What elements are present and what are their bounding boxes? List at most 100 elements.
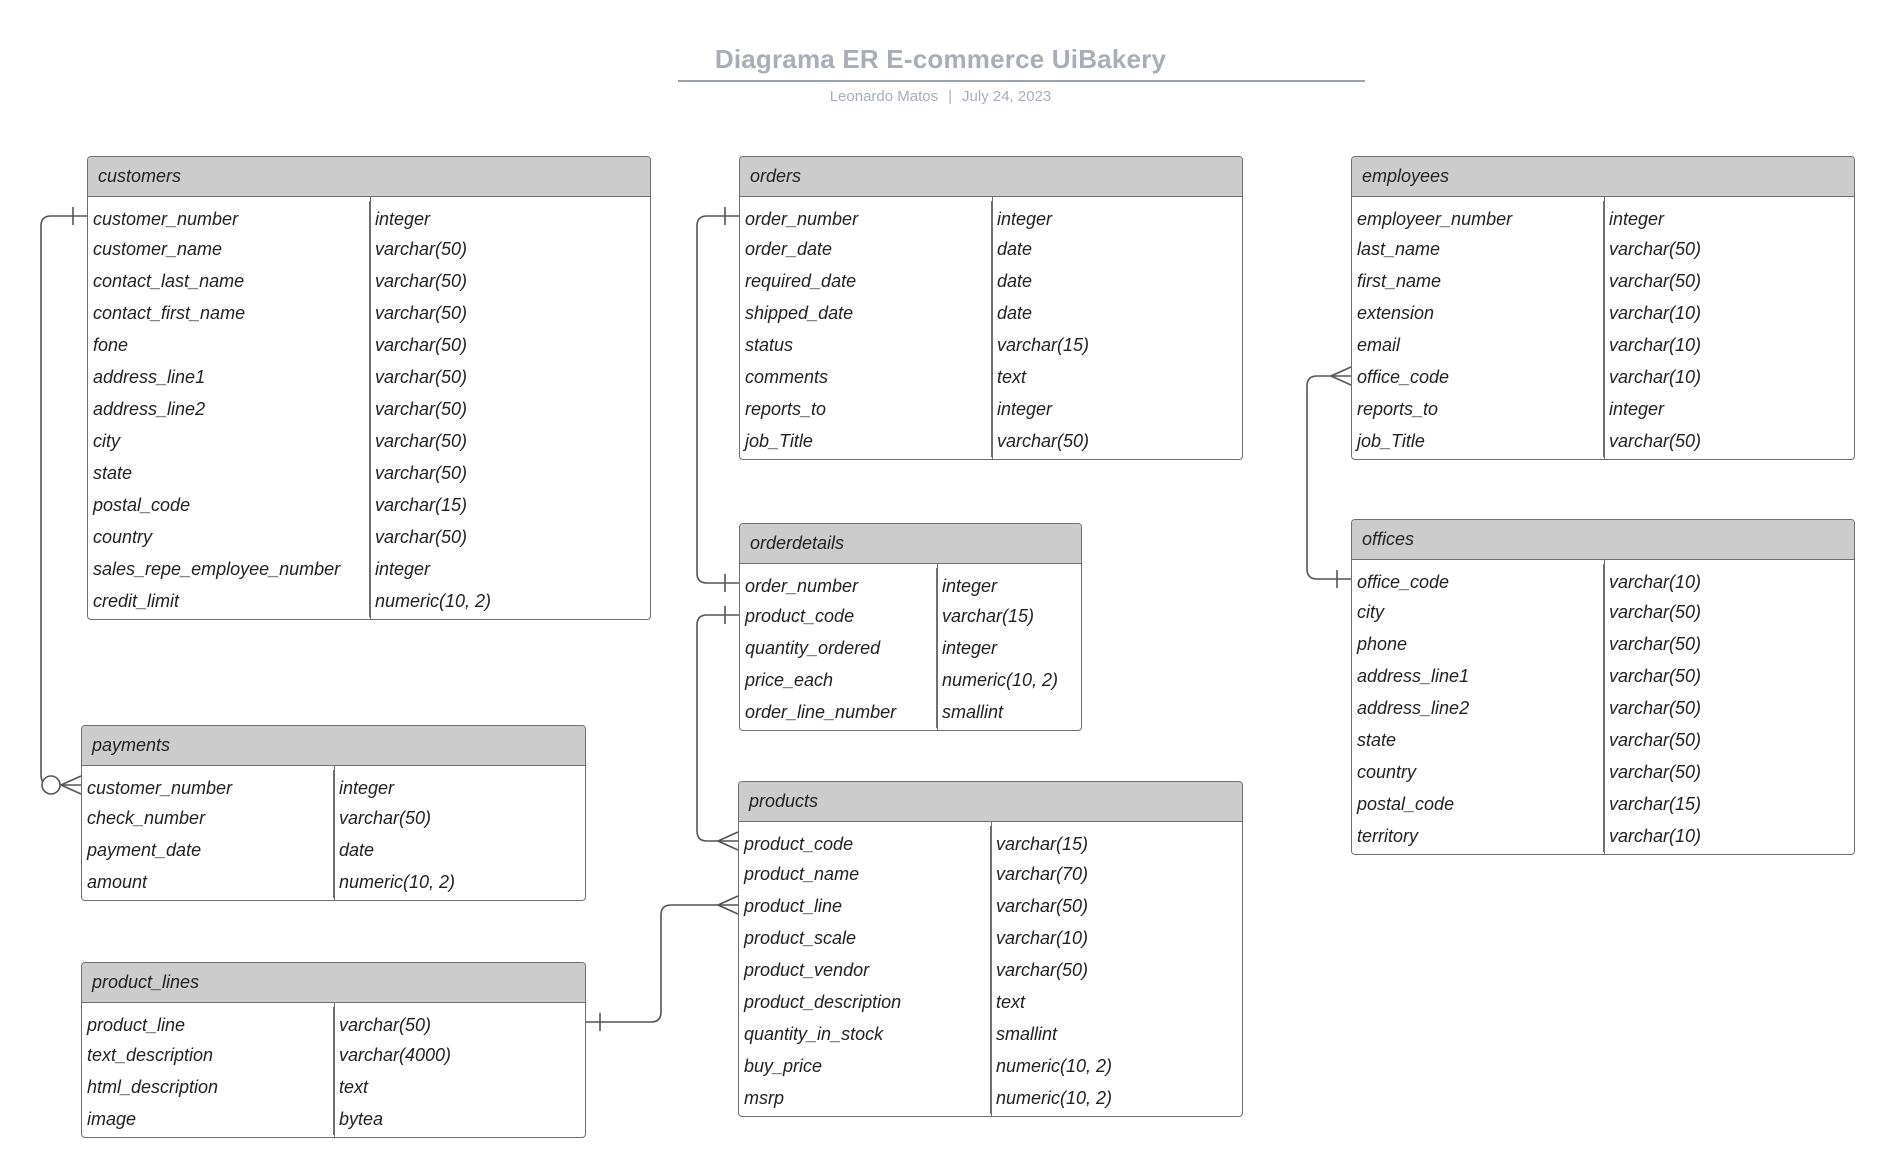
column-name: city [88, 425, 370, 457]
column-name: customer_number [88, 201, 370, 233]
column-type: varchar(15) [1609, 793, 1702, 814]
column-name: order_number [740, 568, 937, 600]
column-name: job_Title [1352, 425, 1604, 457]
column-type: varchar(50) [1609, 665, 1702, 686]
column-name: phone [1352, 628, 1604, 660]
column-type: integer [375, 208, 431, 229]
column-type: varchar(10) [1609, 825, 1702, 846]
column-type: numeric(10, 2) [942, 669, 1059, 690]
column-name: address_line2 [88, 393, 370, 425]
author-name: Leonardo Matos [829, 88, 939, 105]
column-name: order_date [740, 233, 992, 265]
column-type: bytea [339, 1108, 384, 1129]
column-type: varchar(70) [996, 863, 1089, 884]
column-name: last_name [1352, 233, 1604, 265]
column-type: integer [942, 637, 998, 658]
column-name: office_code [1352, 564, 1604, 596]
column-type: numeric(10, 2) [996, 1087, 1113, 1108]
column-type: varchar(50) [339, 1014, 432, 1035]
column-type: varchar(50) [1609, 697, 1702, 718]
column-name: product_description [739, 986, 991, 1018]
column-type: text [339, 1076, 369, 1097]
entity-title: product_lines [82, 963, 585, 1003]
column-type: varchar(50) [1609, 633, 1702, 654]
many-marker [60, 775, 82, 795]
entity-title: orders [740, 157, 1242, 197]
column-name: sales_repe_employee_number [88, 553, 370, 585]
column-name: reports_to [740, 393, 992, 425]
column-type: smallint [942, 701, 1004, 722]
column-name: state [1352, 724, 1604, 756]
column-name: required_date [740, 265, 992, 297]
column-name: order_line_number [740, 696, 937, 728]
column-name: quantity_in_stock [739, 1018, 991, 1050]
column-name: territory [1352, 820, 1604, 852]
column-name: product_scale [739, 922, 991, 954]
column-name: order_number [740, 201, 992, 233]
column-type: varchar(15) [942, 605, 1035, 626]
column-name: contact_first_name [88, 297, 370, 329]
column-name: city [1352, 596, 1604, 628]
diagram-subtitle: Leonardo Matos|July 24, 2023 [0, 88, 1881, 105]
column-type: varchar(50) [1609, 270, 1702, 291]
column-type: varchar(50) [1609, 761, 1702, 782]
column-type: varchar(15) [996, 833, 1089, 854]
column-divider [334, 1003, 335, 1137]
column-type: integer [339, 777, 395, 798]
column-type: integer [942, 575, 998, 596]
column-name: country [1352, 756, 1604, 788]
column-type: varchar(10) [1609, 571, 1702, 592]
column-name: buy_price [739, 1050, 991, 1082]
column-name: product_line [82, 1007, 334, 1039]
connector-orders-orderdetails [696, 215, 739, 584]
column-name: check_number [82, 802, 334, 834]
column-name: job_Title [740, 425, 992, 457]
column-divider [1604, 197, 1605, 459]
column-type: varchar(50) [375, 238, 468, 259]
column-name: address_line1 [88, 361, 370, 393]
column-type: varchar(50) [375, 302, 468, 323]
column-name: product_line [739, 890, 991, 922]
entity-title: products [739, 782, 1242, 822]
connector-orderdetails-products [696, 614, 739, 842]
connector-customers-payments [40, 215, 87, 786]
many-marker [717, 895, 739, 915]
column-type: varchar(50) [996, 895, 1089, 916]
title-underline [678, 80, 1365, 82]
column-name: credit_limit [88, 585, 370, 617]
column-name: contact_last_name [88, 265, 370, 297]
column-type: varchar(15) [997, 334, 1090, 355]
column-name: fone [88, 329, 370, 361]
